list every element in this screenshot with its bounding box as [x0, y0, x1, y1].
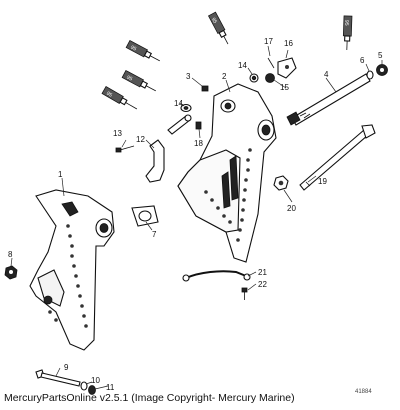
callout-19: 19	[318, 177, 327, 186]
plate-washer-part-7	[131, 205, 159, 227]
bolt-part-9	[35, 369, 81, 387]
grease-label: 95	[210, 17, 218, 25]
callout-17: 17	[264, 37, 273, 46]
grease-tube-left-1: 95	[125, 39, 160, 62]
grease-label: 95	[343, 20, 349, 26]
callout-8: 8	[8, 250, 13, 259]
callout-9: 9	[64, 363, 69, 372]
washer-part-6	[366, 70, 374, 80]
drawing-number: 41884	[355, 389, 372, 395]
nut-part-11	[88, 385, 96, 395]
screw-part-13	[115, 145, 135, 153]
callout-18: 18	[194, 139, 203, 148]
screw-part-22	[241, 287, 248, 300]
callout-10: 10	[91, 376, 100, 385]
bolt-part-19	[299, 124, 376, 191]
callout-3: 3	[186, 72, 191, 81]
callout-6: 6	[360, 56, 365, 65]
transom-bracket-right-part-2	[177, 83, 277, 263]
grease-label: 95	[125, 75, 133, 83]
callout-16: 16	[284, 39, 293, 48]
callout-21: 21	[258, 268, 267, 277]
grease-tube-left-3: 95	[101, 86, 138, 110]
callout-7: 7	[152, 230, 157, 239]
tilt-tube-part-4	[286, 73, 371, 126]
callout-5: 5	[378, 51, 383, 60]
callouts: 1 2 3 4 5 6 7 8 9 10 11 12 13 14 14 15 1…	[8, 37, 383, 392]
callout-14-left: 14	[174, 99, 183, 108]
nut-part-5	[376, 64, 388, 76]
bushing-part-14-left	[180, 103, 192, 113]
latch-part-16	[277, 57, 297, 79]
washer-part-10	[80, 381, 88, 391]
nut-part-20	[273, 175, 289, 191]
pin-part-17	[267, 57, 275, 69]
callout-22: 22	[258, 280, 267, 289]
lever-pin	[167, 114, 192, 135]
grease-tube-top-center: 95	[207, 11, 229, 45]
grease-tube-left-2: 95	[121, 69, 156, 92]
callout-1: 1	[58, 170, 63, 179]
callout-13: 13	[113, 129, 122, 138]
grease-label: 95	[105, 91, 113, 99]
lever-part-12	[145, 139, 165, 183]
callout-2: 2	[222, 72, 227, 81]
callout-14-top: 14	[238, 61, 247, 70]
bushing-part-18	[195, 121, 202, 130]
bushing-part-14-top	[249, 73, 259, 83]
callout-12: 12	[136, 135, 145, 144]
copyright-footer: MercuryPartsOnline v2.5.1 (Image Copyrig…	[4, 392, 295, 404]
callout-20: 20	[287, 204, 296, 213]
grease-label: 95	[129, 45, 137, 53]
leader-lines	[10, 45, 383, 390]
cap-part-15	[265, 73, 275, 83]
transom-bracket-left-part-1	[29, 189, 115, 351]
grease-tube-top-right: 95	[342, 15, 353, 50]
ground-strap-part-21	[182, 270, 251, 282]
callout-4: 4	[324, 70, 329, 79]
fitting-part-3	[201, 85, 209, 92]
nut-part-8	[4, 265, 18, 280]
callout-15: 15	[280, 83, 289, 92]
callout-11: 11	[106, 383, 115, 392]
